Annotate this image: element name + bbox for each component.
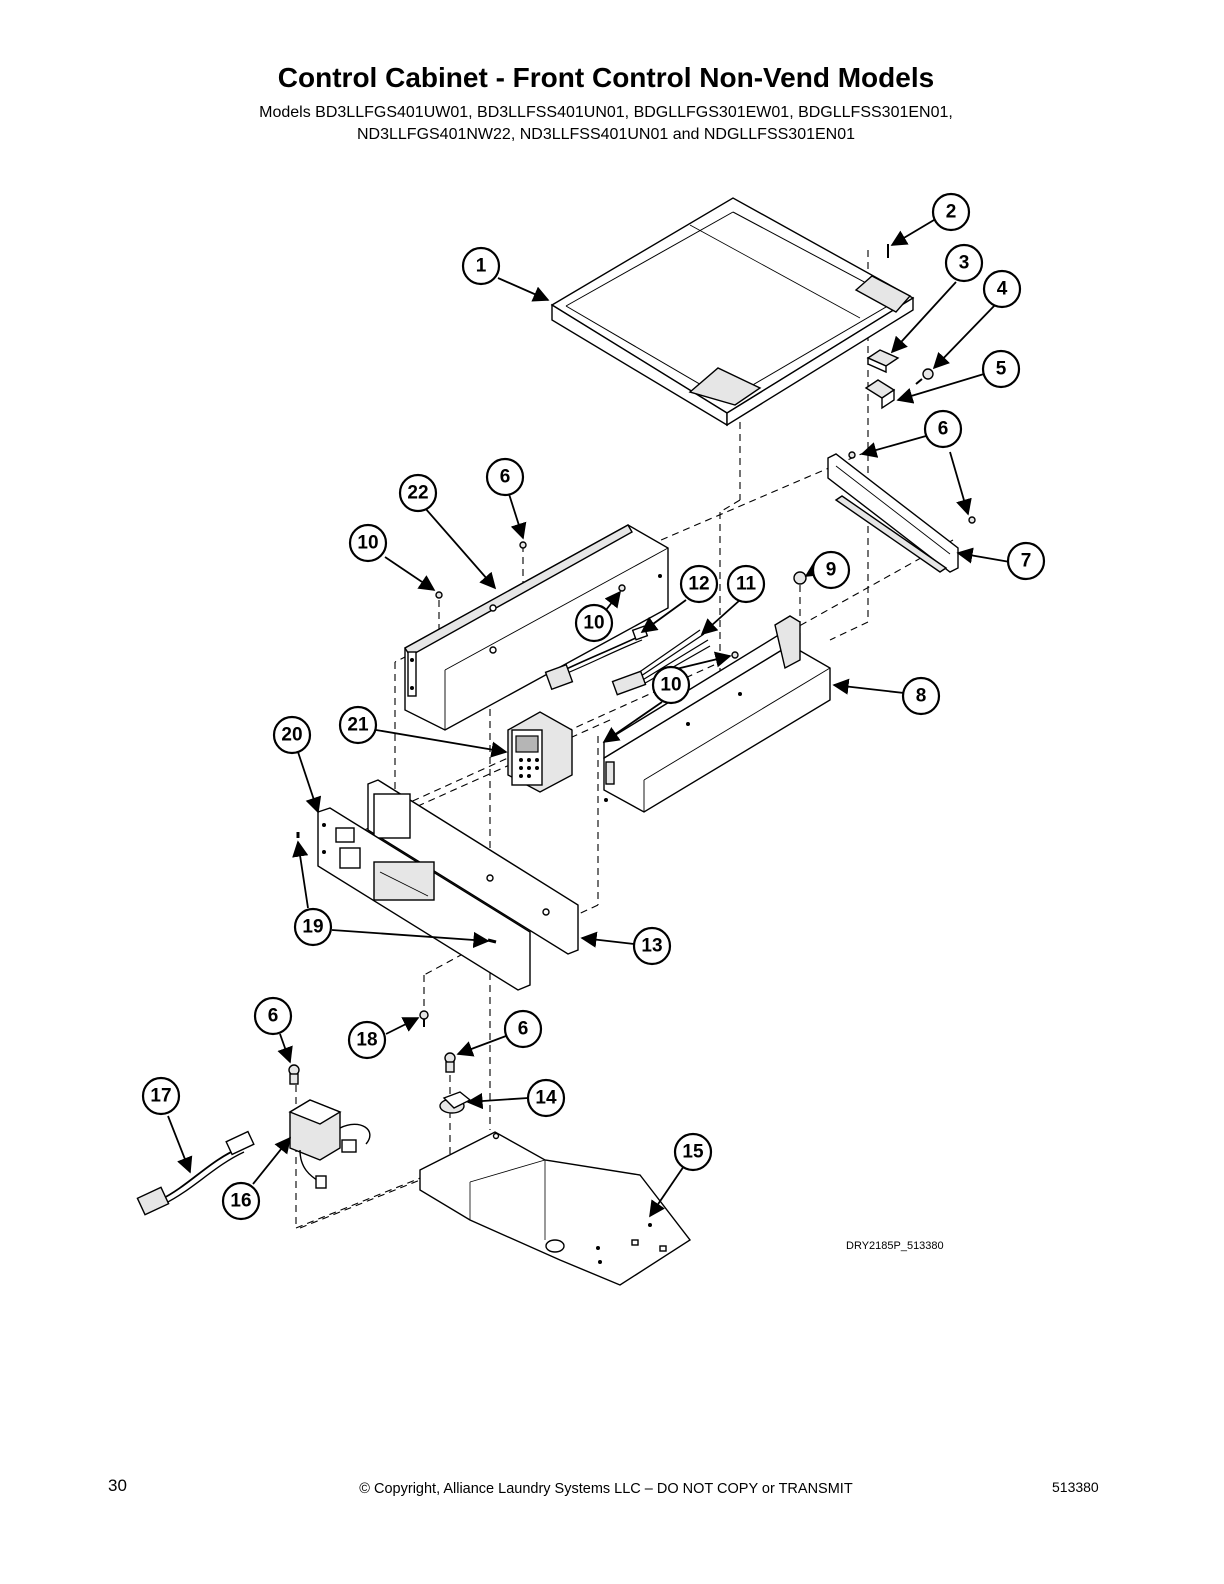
callout-18: 18 (347, 1020, 387, 1060)
callout-19: 19 (293, 907, 333, 947)
callout-6: 6 (923, 409, 963, 449)
callout-6: 6 (253, 996, 293, 1036)
svg-text:5: 5 (996, 359, 1007, 380)
screw-icon (519, 541, 527, 549)
document-number: 513380 (1052, 1479, 1099, 1495)
svg-text:6: 6 (938, 419, 949, 440)
screw-icon (848, 451, 856, 459)
callout-1: 1 (461, 246, 501, 286)
rail-part-7 (827, 453, 959, 573)
bracket-part-5 (864, 379, 896, 410)
callout-6: 6 (485, 457, 525, 497)
svg-text:10: 10 (660, 675, 681, 696)
rear-bracket-part-22 (404, 524, 669, 731)
screw-part-18 (419, 1010, 429, 1027)
wire-bundle-part-11 (611, 629, 711, 696)
callout-5: 5 (981, 349, 1021, 389)
screw-icon (487, 938, 497, 944)
svg-text:16: 16 (230, 1191, 251, 1212)
svg-text:22: 22 (407, 483, 428, 504)
control-module-part-21 (507, 711, 573, 793)
callout-8: 8 (901, 676, 941, 716)
console-frame-part-13 (367, 779, 579, 955)
svg-text:8: 8 (916, 686, 927, 707)
svg-text:12: 12 (688, 574, 709, 595)
svg-text:11: 11 (736, 574, 757, 595)
callout-4: 4 (982, 269, 1022, 309)
callout-12: 12 (679, 564, 719, 604)
nut-icon (793, 571, 807, 585)
svg-text:19: 19 (302, 917, 323, 938)
base-plate-part-15 (419, 1131, 692, 1286)
svg-text:3: 3 (959, 253, 970, 274)
harness-part-17 (136, 1130, 255, 1216)
svg-text:9: 9 (826, 560, 837, 581)
svg-text:7: 7 (1021, 551, 1032, 572)
callout-13: 13 (632, 926, 672, 966)
callout-22: 22 (398, 473, 438, 513)
callout-21: 21 (338, 705, 378, 745)
svg-text:6: 6 (500, 467, 511, 488)
callout-10: 10 (348, 523, 388, 563)
page-number: 30 (108, 1476, 127, 1495)
svg-text:15: 15 (682, 1142, 704, 1163)
top-panel-part (550, 197, 915, 427)
callout-2: 2 (931, 192, 971, 232)
models-line-1: Models BD3LLFGS401UW01, BD3LLFSS401UN01,… (259, 104, 953, 121)
screw-icon (731, 651, 739, 659)
svg-text:2: 2 (946, 202, 957, 223)
callout-3: 3 (944, 243, 984, 283)
callout-9: 9 (811, 550, 851, 590)
svg-text:14: 14 (535, 1088, 557, 1109)
svg-text:6: 6 (268, 1006, 279, 1027)
svg-text:18: 18 (356, 1030, 377, 1051)
page-title: Control Cabinet - Front Control Non-Vend… (277, 62, 935, 93)
svg-text:10: 10 (357, 533, 378, 554)
copyright-notice: © Copyright, Alliance Laundry Systems LL… (359, 1481, 853, 1497)
screw-icon (444, 1052, 456, 1073)
svg-text:1: 1 (476, 256, 487, 277)
models-line-2: ND3LLFGS401NW22, ND3LLFSS401UN01 and NDG… (356, 126, 856, 143)
callout-10: 10 (651, 665, 691, 705)
callout-14: 14 (526, 1078, 566, 1118)
transformer-part-16 (288, 1099, 371, 1189)
svg-text:21: 21 (347, 715, 369, 736)
svg-text:4: 4 (997, 279, 1008, 300)
callout-17: 17 (141, 1076, 181, 1116)
callout-11: 11 (726, 564, 766, 604)
screw-part-4 (915, 368, 934, 385)
svg-text:13: 13 (641, 936, 662, 957)
screw-icon (968, 516, 976, 524)
drawing-id: DRY2185P_513380 (846, 1240, 944, 1252)
screw-icon (435, 591, 443, 599)
clip-part-14 (439, 1091, 472, 1114)
screw-icon (618, 584, 626, 592)
svg-text:17: 17 (150, 1086, 171, 1107)
callout-7: 7 (1006, 541, 1046, 581)
callout-20: 20 (272, 715, 312, 755)
leader-lines (167, 219, 1011, 1218)
svg-text:6: 6 (518, 1019, 529, 1040)
housing-part-8 (603, 615, 831, 813)
callout-10: 10 (574, 603, 614, 643)
callout-16: 16 (221, 1181, 261, 1221)
screw-icon (288, 1064, 300, 1085)
callout-6: 6 (503, 1009, 543, 1049)
svg-text:10: 10 (583, 613, 604, 634)
callout-15: 15 (673, 1132, 713, 1172)
svg-text:20: 20 (281, 725, 302, 746)
bracket-part-3 (866, 349, 900, 374)
